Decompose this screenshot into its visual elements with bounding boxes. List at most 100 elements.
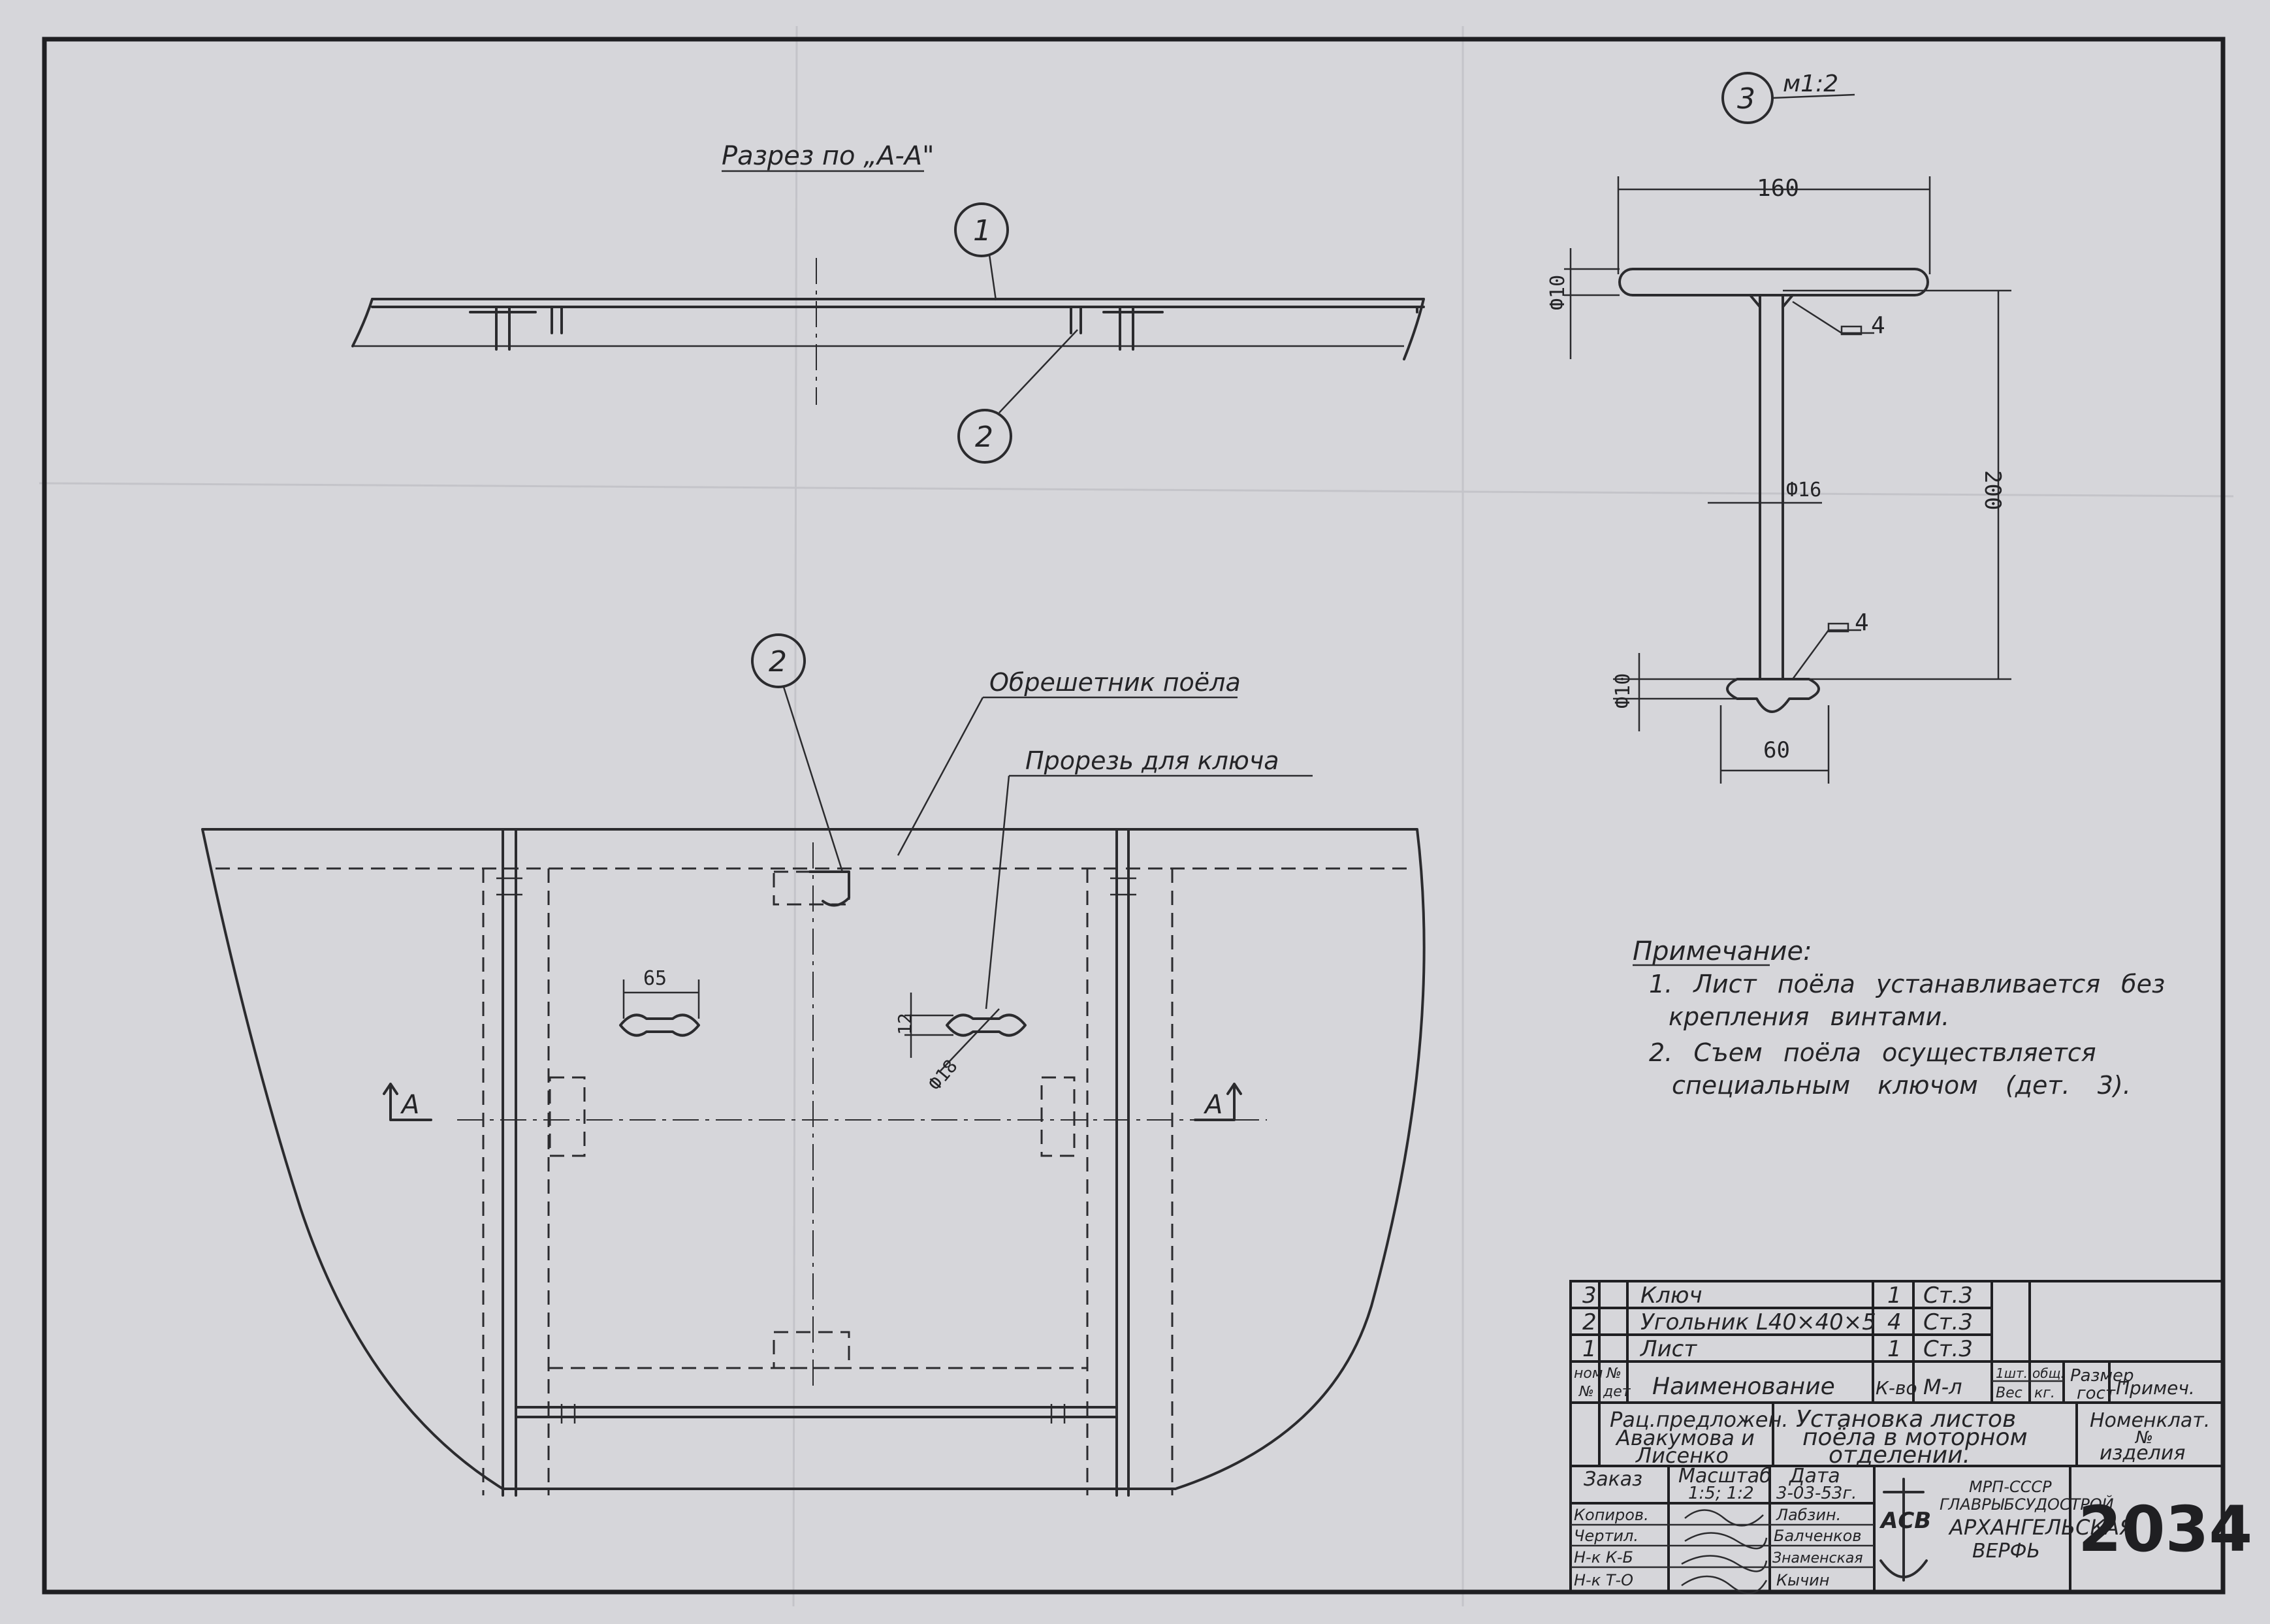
bom-row-2: 2 Угольник L40×40×5 4 Ст.3 xyxy=(1582,1309,1973,1335)
key-handle xyxy=(1618,268,1929,296)
title-1: Установка листов xyxy=(1796,1406,2016,1433)
role-3: Н-к К-Б xyxy=(1574,1548,1633,1567)
bom-mat: Ст.3 xyxy=(1923,1336,1973,1362)
hdr-size2: гост xyxy=(2077,1384,2116,1403)
label-prorez: Прорезь для ключа xyxy=(1025,746,1279,775)
note-line-4: специальным ключом (дет. 3). xyxy=(1672,1071,2131,1100)
hdr-mat: М-л xyxy=(1923,1375,1962,1399)
bom-qty: 1 xyxy=(1887,1336,1902,1362)
fold-line xyxy=(792,25,798,1607)
dim-phi18: Ф18 xyxy=(924,1055,962,1094)
detail-3-key: 3 м1:2 160 Ф10 4 200 Ф16 4 Ф10 60 xyxy=(1546,71,2011,784)
callout-3: 3 xyxy=(1737,82,1755,116)
weld-4-bottom: 4 xyxy=(1855,609,1869,636)
dim-65: 65 xyxy=(643,967,667,990)
dim-phi10-bottom: Ф10 xyxy=(1612,673,1635,709)
dim-200: 200 xyxy=(1979,470,2006,510)
zakaz: Заказ xyxy=(1584,1468,1642,1491)
signature xyxy=(1684,1509,1764,1527)
section-title: Разрез по „А-А" xyxy=(722,141,935,171)
bom-name: Лист xyxy=(1639,1336,1697,1362)
signature xyxy=(1681,1555,1768,1572)
hdr-nom: ном xyxy=(1574,1365,1603,1382)
detail-scale: м1:2 xyxy=(1783,71,1838,97)
title-block: 3 Ключ 1 Ст.3 2 Угольник L40×40×5 4 Ст.3… xyxy=(1569,1280,2252,1595)
dim-phi16: Ф16 xyxy=(1786,479,1821,502)
hdr-size: Размер xyxy=(2070,1366,2134,1386)
bom-pos: 3 xyxy=(1582,1282,1597,1309)
name-2: Балченков xyxy=(1774,1527,1861,1545)
note-line-2: крепления винтами. xyxy=(1669,1002,1949,1031)
drawing-frame xyxy=(42,37,2226,1595)
logo-text: АСВ xyxy=(1879,1508,1931,1534)
bom-pos: 2 xyxy=(1582,1309,1597,1335)
name-1: Лабзин. xyxy=(1776,1506,1841,1524)
rac-3: Лисенко xyxy=(1635,1443,1729,1468)
masshtab: Масштаб xyxy=(1678,1465,1772,1488)
bom-pos: 1 xyxy=(1582,1336,1597,1362)
role-4: Н-к Т-О xyxy=(1574,1571,1633,1589)
bom-row-1: 1 Лист 1 Ст.3 xyxy=(1582,1336,1973,1362)
note-block: Примечание: 1. Лист поёла устанавливаетс… xyxy=(1633,936,2165,1100)
shipyard-logo: АСВ xyxy=(1879,1478,1931,1582)
hdr-w1: 1шт. xyxy=(1996,1365,2028,1381)
section-mark-right: А xyxy=(1203,1090,1223,1120)
hdr-nom2: № xyxy=(1578,1384,1594,1400)
label-obreshetnik: Обрешетник поёла xyxy=(989,668,1241,697)
nomenkl-1: Номенклат. xyxy=(2090,1409,2210,1432)
bom-header: ном № № дет Наименование К-во М-л 1шт. В… xyxy=(1574,1365,2195,1403)
dim-60: 60 xyxy=(1763,737,1790,763)
nomenkl-2: № xyxy=(2134,1428,2153,1448)
drawing-number: 2034 xyxy=(2078,1493,2252,1566)
plan-view: 65 12 Ф18 А А 2 Обрешетник поёла Прорезь… xyxy=(201,633,1426,1497)
nomenkl-3: изделия xyxy=(2100,1442,2185,1465)
dim-160: 160 xyxy=(1757,175,1799,202)
hdr-note: Примеч. xyxy=(2116,1377,2195,1399)
bom-qty: 4 xyxy=(1887,1309,1902,1335)
section-mark-left: А xyxy=(400,1090,419,1120)
hdr-w1b: Вес xyxy=(1996,1385,2022,1401)
callout-circle-1 xyxy=(954,202,1009,257)
section-a-a: Разрез по „А-А" 1 2 xyxy=(351,141,1425,464)
callout-2: 2 xyxy=(975,421,993,454)
bom-qty: 1 xyxy=(1887,1282,1902,1309)
hdr-det: № xyxy=(1606,1365,1622,1382)
bom-mat: Ст.3 xyxy=(1923,1282,1973,1309)
callout-circle-3 xyxy=(1721,72,1774,124)
masshtab-value: 1:5; 1:2 xyxy=(1688,1484,1754,1503)
signature xyxy=(1681,1575,1768,1595)
dim-12: 12 xyxy=(894,1013,916,1035)
org-1: МРП-СССР xyxy=(1969,1478,2052,1496)
bom-row-3: 3 Ключ 1 Ст.3 xyxy=(1582,1282,1973,1309)
hdr-name: Наименование xyxy=(1652,1373,1835,1400)
title-3: отделении. xyxy=(1829,1442,1970,1469)
rac-1: Рац.предложен. xyxy=(1610,1407,1789,1432)
hdr-det2: дет xyxy=(1603,1384,1631,1400)
org-4: ВЕРФЬ xyxy=(1972,1540,2040,1563)
name-4: Кычин xyxy=(1776,1571,1829,1589)
callout-circle-2 xyxy=(957,409,1012,464)
callout-1: 1 xyxy=(973,214,991,247)
bom-name: Угольник L40×40×5 xyxy=(1640,1309,1876,1335)
role-1: Копиров. xyxy=(1574,1506,1649,1524)
hdr-w2: общ. xyxy=(2032,1365,2065,1381)
note-heading: Примечание: xyxy=(1633,936,1812,966)
dim-phi10-top: Ф10 xyxy=(1546,275,1569,310)
bom-name: Ключ xyxy=(1640,1282,1702,1309)
note-line-3: 2. Съем поёла осуществляется xyxy=(1649,1038,2096,1067)
note-line-1: 1. Лист поёла устанавливается без xyxy=(1649,970,2165,998)
hdr-w2b: кг. xyxy=(2034,1385,2055,1401)
role-2: Чертил. xyxy=(1574,1527,1639,1545)
title-2: поёла в моторном xyxy=(1802,1424,2028,1451)
callout-circle-2b xyxy=(751,633,806,688)
bom-mat: Ст.3 xyxy=(1923,1309,1973,1335)
rac-2: Авакумова и xyxy=(1615,1425,1755,1450)
name-3: Знаменская xyxy=(1772,1550,1863,1567)
fold-line xyxy=(39,482,2234,498)
data-value: 3-03-53г. xyxy=(1776,1484,1857,1503)
data: Дата xyxy=(1788,1465,1840,1488)
org-2: ГЛАВРЫБСУДОСТРОЙ xyxy=(1940,1495,2114,1514)
signature xyxy=(1684,1532,1768,1550)
org-3: АРХАНГЕЛЬСКАЯ xyxy=(1948,1515,2134,1540)
